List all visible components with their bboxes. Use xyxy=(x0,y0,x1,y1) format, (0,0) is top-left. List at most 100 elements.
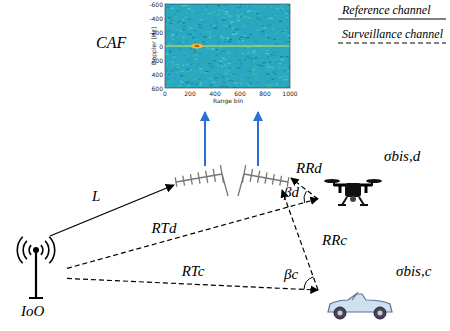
noise-cell xyxy=(265,50,269,51)
noise-cell xyxy=(204,73,206,74)
noise-cell xyxy=(190,10,193,11)
noise-cell xyxy=(182,23,184,24)
axis-title: Doppler [Hz] xyxy=(150,27,157,65)
noise-cell xyxy=(253,5,254,6)
noise-cell xyxy=(284,79,287,80)
noise-cell xyxy=(278,63,281,64)
legend-solid-sample xyxy=(338,19,446,20)
noise-cell xyxy=(269,19,271,20)
noise-cell xyxy=(215,55,217,56)
mast xyxy=(35,252,37,298)
axis-tick: 600 xyxy=(152,85,163,92)
noise-cell xyxy=(204,44,206,45)
noise-cell xyxy=(206,44,207,45)
noise-cell xyxy=(287,32,288,33)
noise-cell xyxy=(260,28,261,29)
noise-cell xyxy=(208,57,209,58)
noise-cell xyxy=(232,34,235,35)
zero-doppler-line xyxy=(165,45,290,46)
noise-cell xyxy=(219,63,222,64)
antenna-element xyxy=(213,169,215,182)
noise-cell xyxy=(244,16,248,17)
noise-cell xyxy=(228,9,229,10)
noise-cell xyxy=(248,71,251,72)
noise-cell xyxy=(183,22,185,23)
noise-cell xyxy=(169,51,172,52)
noise-cell xyxy=(197,12,198,13)
noise-cell xyxy=(168,74,170,75)
noise-cell xyxy=(231,26,233,27)
noise-cell xyxy=(212,60,216,61)
noise-cell xyxy=(199,84,202,85)
noise-cell xyxy=(238,41,239,42)
noise-cell xyxy=(189,27,193,28)
noise-cell xyxy=(209,33,210,34)
legend-dashed-sample xyxy=(338,43,446,44)
noise-cell xyxy=(285,44,288,45)
noise-cell xyxy=(208,37,211,38)
noise-cell xyxy=(171,39,174,40)
noise-cell xyxy=(285,63,287,64)
antenna-element xyxy=(272,174,274,185)
noise-cell xyxy=(258,19,261,20)
noise-cell xyxy=(244,24,247,25)
noise-cell xyxy=(263,27,266,28)
node-label: CAF xyxy=(96,34,126,51)
noise-cell xyxy=(267,37,270,38)
noise-cell xyxy=(196,39,198,40)
noise-cell xyxy=(286,56,288,57)
noise-cell xyxy=(171,35,173,36)
legend-text: Surveillance channel xyxy=(342,27,443,41)
noise-cell xyxy=(239,39,241,40)
noise-cell xyxy=(174,18,175,19)
angle-arc xyxy=(304,277,313,290)
noise-cell xyxy=(203,36,207,37)
noise-cell xyxy=(265,85,269,86)
noise-cell xyxy=(186,71,189,72)
axis-tick: -600 xyxy=(149,1,163,8)
noise-cell xyxy=(202,41,205,42)
car-icon xyxy=(328,292,392,319)
noise-cell xyxy=(287,19,288,20)
noise-cell xyxy=(229,24,230,25)
noise-cell xyxy=(224,49,227,50)
noise-cell xyxy=(241,82,243,83)
noise-cell xyxy=(238,15,240,16)
node-label: IoO xyxy=(21,303,44,320)
legend-entry: Reference channel xyxy=(342,3,431,17)
noise-cell xyxy=(188,59,190,60)
noise-cell xyxy=(186,4,190,5)
noise-cell xyxy=(183,29,186,30)
noise-cell xyxy=(281,9,282,10)
noise-cell xyxy=(179,41,182,42)
noise-cell xyxy=(173,56,175,57)
noise-cell xyxy=(287,11,290,12)
noise-cell xyxy=(268,80,269,81)
noise-cell xyxy=(223,25,226,26)
antenna-element xyxy=(206,171,208,183)
noise-cell xyxy=(206,47,207,48)
noise-cell xyxy=(185,5,188,6)
noise-cell xyxy=(167,78,169,79)
noise-cell xyxy=(204,9,207,10)
noise-cell xyxy=(191,64,193,65)
noise-cell xyxy=(210,36,211,37)
noise-cell xyxy=(259,15,261,16)
noise-cell xyxy=(205,71,208,72)
noise-cell xyxy=(276,43,278,44)
noise-cell xyxy=(257,17,258,18)
noise-cell xyxy=(181,71,185,72)
noise-cell xyxy=(178,86,181,87)
noise-cell xyxy=(228,84,229,85)
noise-cell xyxy=(235,29,238,30)
noise-cell xyxy=(274,38,275,39)
noise-cell xyxy=(234,47,237,48)
noise-cell xyxy=(215,77,218,78)
noise-cell xyxy=(248,4,250,5)
noise-cell xyxy=(229,39,232,40)
antenna-element xyxy=(220,165,223,183)
noise-cell xyxy=(187,64,188,65)
radio-wave xyxy=(41,245,43,255)
noise-cell xyxy=(188,70,189,71)
noise-cell xyxy=(247,52,251,53)
